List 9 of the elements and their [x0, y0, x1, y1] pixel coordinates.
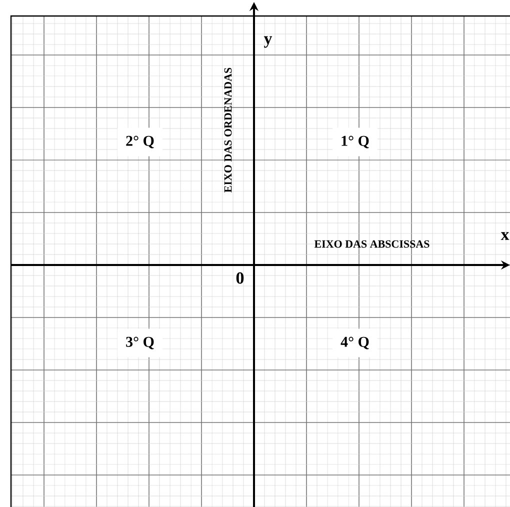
axis-name: x — [500, 232, 510, 240]
quadrant-label: 2° Q — [118, 128, 162, 156]
axis-name: y — [264, 36, 272, 48]
quadrant-label: 4° Q — [332, 328, 378, 358]
quadrant-label: 1° Q — [332, 128, 378, 156]
axis-title: EIXO DAS ABSCISSAS — [314, 240, 430, 248]
axis-title: EIXO DAS ORDENADAS — [224, 68, 232, 192]
quadrant-label: 3° Q — [118, 328, 162, 358]
origin-label: 0 — [236, 272, 244, 284]
